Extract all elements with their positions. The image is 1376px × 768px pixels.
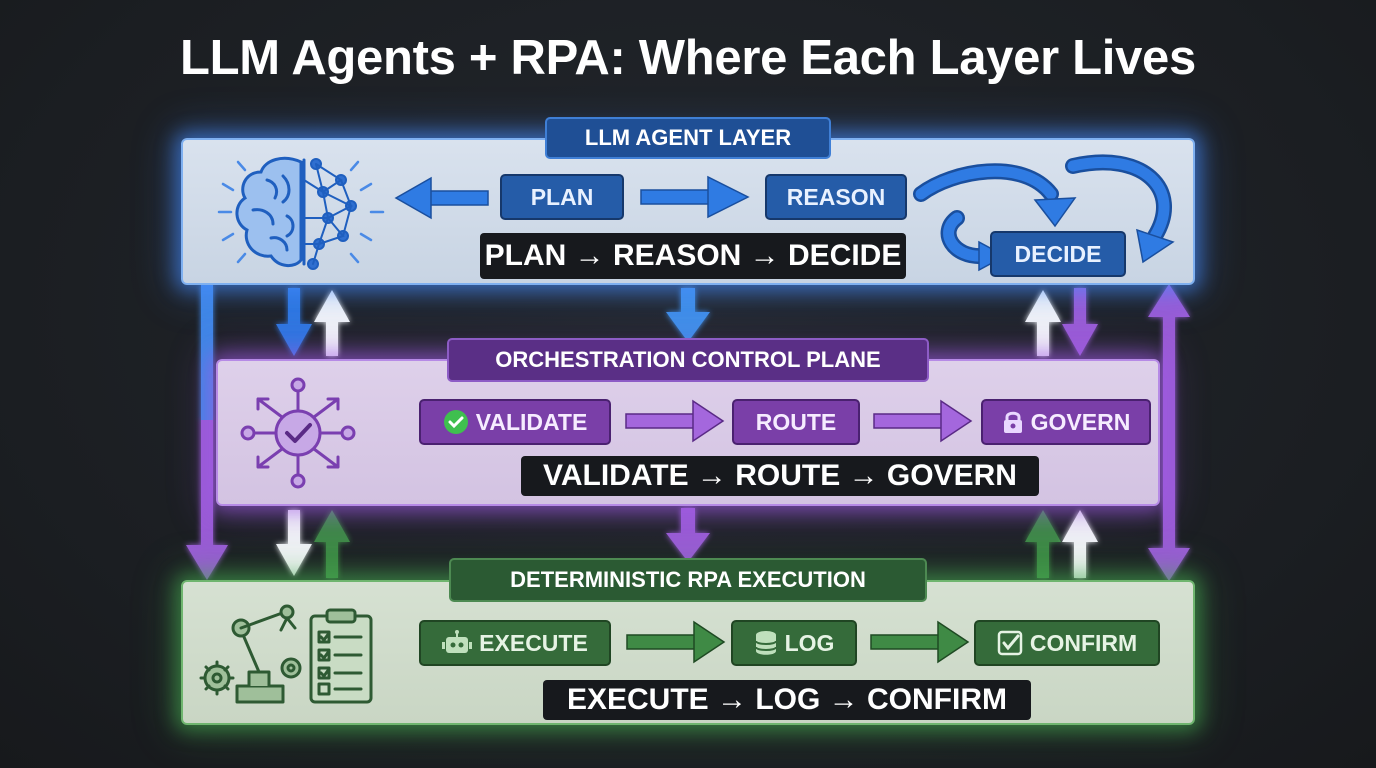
lock-icon <box>1002 409 1024 435</box>
orchestration-flow-caption: VALIDATE → ROUTE → GOVERN <box>521 456 1039 496</box>
reason-to-decide-curved-arrow <box>913 154 1175 272</box>
validate-step-label: VALIDATE <box>475 408 588 435</box>
decide-step-label: DECIDE <box>1014 240 1102 267</box>
decide-step-button: DECIDE <box>990 231 1126 277</box>
left-long-down-arrow <box>186 285 228 580</box>
llm-flow-caption: PLAN → REASON → DECIDE <box>480 233 906 279</box>
execute-to-log-arrow <box>626 620 726 664</box>
orch-to-llm-right-up-arrow <box>1025 290 1061 356</box>
route-to-govern-arrow <box>873 399 973 443</box>
log-step-label: LOG <box>784 629 835 656</box>
hub-network-check-icon <box>240 377 356 489</box>
right-long-double-arrow <box>1148 284 1190 581</box>
rpa-to-orch-up-arrow <box>314 510 350 578</box>
llm-to-orch-down-arrow <box>276 288 312 356</box>
validate-step-button: VALIDATE <box>419 399 611 445</box>
rpa-flow-caption: EXECUTE → LOG → CONFIRM <box>543 680 1031 720</box>
execute-step-label: EXECUTE <box>479 629 588 656</box>
llm-agent-layer-panel: PLAN REASON DECIDE PLAN → REASON → DECID… <box>181 138 1195 285</box>
check-circle-icon <box>443 409 469 435</box>
orchestration-layer-panel: VALIDATE ROUTE GOVERN VALIDATE → ROUTE →… <box>216 359 1160 506</box>
rpa-execution-layer-panel: EXECUTE LOG CONFIRM EXECUTE → LOG → CONF… <box>181 580 1195 725</box>
route-step-label: ROUTE <box>755 408 837 435</box>
left-arrow-icon <box>394 176 489 220</box>
confirm-step-label: CONFIRM <box>1029 629 1138 656</box>
robot-arm-checklist-icon <box>199 604 373 704</box>
orchestration-layer-graphics <box>240 377 973 489</box>
checkbox-icon <box>997 630 1023 656</box>
execute-step-button: EXECUTE <box>419 620 611 666</box>
log-to-confirm-arrow <box>870 620 970 664</box>
rpa-to-orch-right-up-arrow <box>1025 510 1061 578</box>
orch-to-llm-up-arrow <box>314 290 350 356</box>
plan-to-reason-arrow <box>640 175 750 219</box>
rpa-layer-graphics <box>199 604 970 704</box>
orch-to-rpa-center-arrow <box>666 508 710 562</box>
orch-to-rpa-down-arrow <box>276 510 312 576</box>
log-step-button: LOG <box>731 620 857 666</box>
llm-layer-graphics <box>217 154 1175 272</box>
robot-icon <box>442 630 473 656</box>
rpa-layer-tag: DETERMINISTIC RPA EXECUTION <box>449 558 927 602</box>
govern-step-label: GOVERN <box>1030 408 1131 435</box>
llm-to-orch-right-down-arrow <box>1062 288 1098 356</box>
plan-step-button: PLAN <box>500 174 624 220</box>
brain-neural-network-icon <box>217 156 385 270</box>
validate-to-route-arrow <box>625 399 725 443</box>
plan-step-label: PLAN <box>530 183 594 210</box>
rpa-to-orch-right-up-arrow-2 <box>1062 510 1098 578</box>
reason-step-label: REASON <box>786 183 886 210</box>
reason-step-button: REASON <box>765 174 907 220</box>
route-step-button: ROUTE <box>732 399 860 445</box>
page-title: LLM Agents + RPA: Where Each Layer Lives <box>180 31 1196 85</box>
govern-step-button: GOVERN <box>981 399 1151 445</box>
llm-layer-tag: LLM AGENT LAYER <box>545 117 831 159</box>
llm-to-orch-center-arrow <box>666 288 710 342</box>
orchestration-layer-tag: ORCHESTRATION CONTROL PLANE <box>447 338 929 382</box>
database-icon <box>754 629 778 657</box>
confirm-step-button: CONFIRM <box>974 620 1160 666</box>
